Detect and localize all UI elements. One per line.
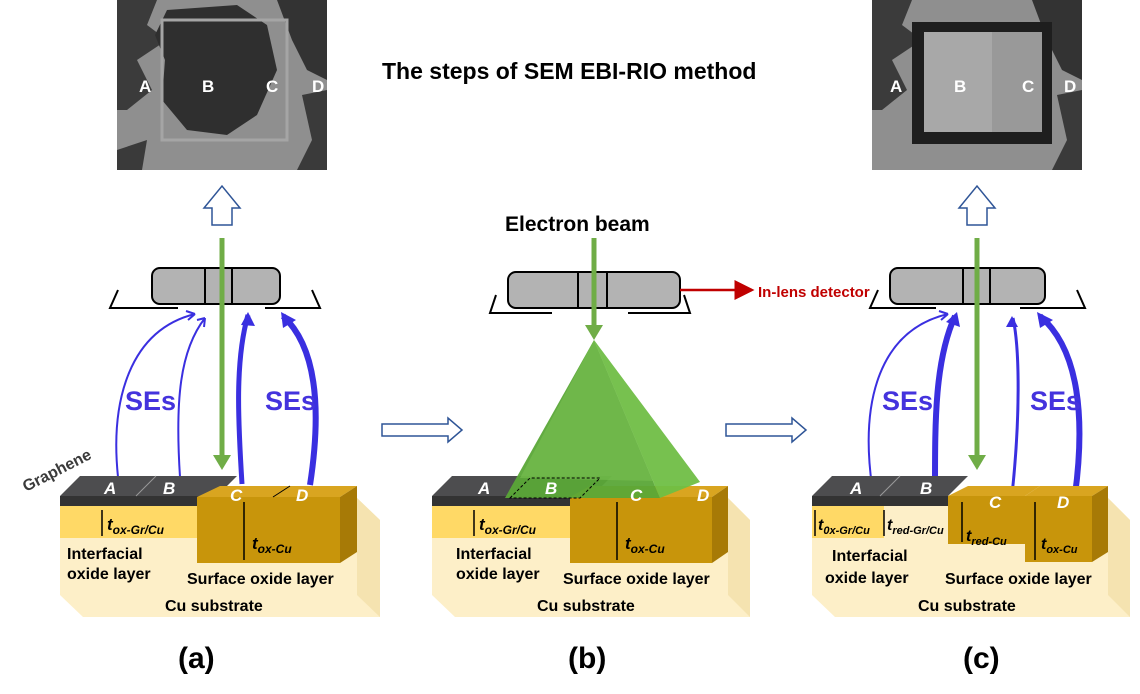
detector-plates-b xyxy=(488,294,692,314)
step-arrow-1 xyxy=(381,416,464,444)
svg-text:Cu substrate: Cu substrate xyxy=(537,598,635,615)
svg-text:A: A xyxy=(849,479,862,498)
svg-text:D: D xyxy=(697,486,709,505)
t-ox-cu-c: tox-Cu xyxy=(1041,536,1078,556)
svg-text:D: D xyxy=(1057,493,1069,512)
t-ox-gr-cu-b: tox-Gr/Cu xyxy=(479,515,537,537)
svg-text:C: C xyxy=(630,486,643,505)
svg-text:A: A xyxy=(103,479,116,498)
t-ox-cu-a: tox-Cu xyxy=(252,534,292,556)
detector-plates-a xyxy=(108,289,322,309)
t-red-cu-c: tred-Cu xyxy=(966,528,1007,548)
svg-text:Cu substrate: Cu substrate xyxy=(918,598,1016,615)
svg-text:D: D xyxy=(296,486,308,505)
graphene-a xyxy=(60,476,237,496)
ses-label-c2: SEs xyxy=(1030,386,1081,416)
sem-label-a: A xyxy=(139,77,152,96)
svg-text:Interfacial: Interfacial xyxy=(832,548,908,565)
detector-a xyxy=(151,267,281,305)
svg-text:B: B xyxy=(920,479,932,498)
reduced-oxide-c xyxy=(948,496,1025,544)
sem-image-before: A B C D xyxy=(117,0,327,170)
interfacial-oxide-b xyxy=(432,506,572,538)
detector-c xyxy=(889,267,1046,305)
sem-label-b: B xyxy=(202,77,215,96)
svg-text:C: C xyxy=(230,486,243,505)
step-arrow-2 xyxy=(725,416,808,444)
sem-image-after: A B C D xyxy=(872,0,1082,170)
in-lens-label: In-lens detector xyxy=(758,284,870,301)
svg-text:A: A xyxy=(477,479,490,498)
se-arrow-c-1 xyxy=(867,313,949,487)
detector-plates-c xyxy=(868,289,1087,309)
t-ox-cu-b: tox-Cu xyxy=(625,534,665,556)
sem-texture-after xyxy=(872,0,1082,170)
t-red-gr-cu-c: tred-Gr/Cu xyxy=(887,517,944,537)
panel-label-b: (b) xyxy=(568,642,607,675)
t-ox-gr-cu-a: tox-Gr/Cu xyxy=(107,515,165,537)
se-arrow-c-3 xyxy=(1010,317,1020,496)
svg-text:Interfacial: Interfacial xyxy=(67,546,143,563)
ses-label-c1: SEs xyxy=(882,386,933,416)
svg-text:Surface oxide layer: Surface oxide layer xyxy=(187,571,334,588)
sem-texture-before xyxy=(117,0,327,170)
t-0x-gr-cu-c: t0x-Gr/Cu xyxy=(818,517,870,537)
svg-text:C: C xyxy=(989,493,1002,512)
se-arrow-c-2 xyxy=(932,314,958,487)
surface-oxide-a xyxy=(197,497,340,563)
se-arrow-c-4 xyxy=(1038,313,1083,496)
svg-text:Surface oxide layer: Surface oxide layer xyxy=(945,571,1092,588)
interfacial-oxide-c xyxy=(812,506,884,538)
svg-text:B: B xyxy=(545,479,557,498)
sem-label-d: D xyxy=(312,77,325,96)
sem-label-c: C xyxy=(266,77,279,96)
panel-label-a: (a) xyxy=(178,642,215,675)
figure-title: The steps of SEM EBI-RIO method xyxy=(382,58,757,84)
sem-label-b-after: B xyxy=(954,77,967,96)
svg-text:oxide layer: oxide layer xyxy=(456,566,540,583)
svg-text:B: B xyxy=(163,479,175,498)
sem-label-d-after: D xyxy=(1064,77,1077,96)
svg-text:oxide layer: oxide layer xyxy=(825,570,909,587)
se-arrow-a-3 xyxy=(236,314,251,485)
ses-label-a1: SEs xyxy=(125,386,176,416)
hollow-up-arrow-c xyxy=(957,184,997,226)
se-arrow-a-2 xyxy=(177,317,206,478)
panel-label-c: (c) xyxy=(963,642,1000,675)
se-arrow-a-4 xyxy=(280,313,319,486)
svg-text:oxide layer: oxide layer xyxy=(67,566,151,583)
surface-oxide-c xyxy=(1025,496,1092,562)
surface-oxide-b xyxy=(570,497,712,563)
interfacial-oxide-a xyxy=(60,506,200,538)
ses-label-a2: SEs xyxy=(265,386,316,416)
electron-beam-label: Electron beam xyxy=(505,213,650,236)
se-arrow-a-1 xyxy=(115,313,196,478)
hollow-up-arrow-a xyxy=(202,184,242,226)
svg-text:Interfacial: Interfacial xyxy=(456,546,532,563)
svg-text:Surface oxide layer: Surface oxide layer xyxy=(563,571,710,588)
sem-label-c-after: C xyxy=(1022,77,1035,96)
svg-text:Cu substrate: Cu substrate xyxy=(165,598,263,615)
sem-label-a-after: A xyxy=(890,77,903,96)
